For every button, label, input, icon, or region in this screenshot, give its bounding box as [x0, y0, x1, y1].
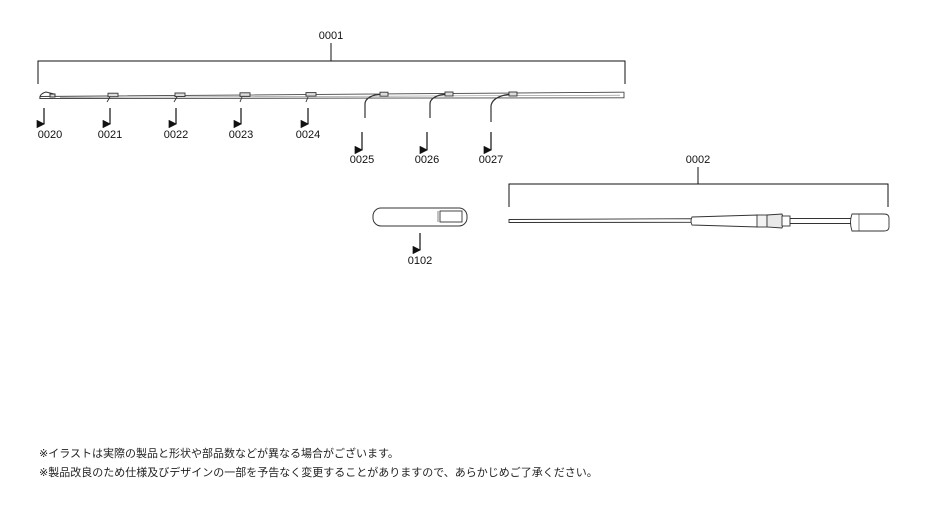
tip-top-guide	[39, 91, 56, 100]
part-label-0025: 0025	[350, 154, 374, 166]
part-label-0024: 0024	[296, 129, 320, 141]
note-specification: ※製品改良のため仕様及びデザインの一部を予告なく変更することがありますので、あら…	[39, 466, 598, 479]
part-label-0022: 0022	[164, 129, 188, 141]
butt-section-label: 0002	[686, 154, 710, 166]
part-label-0020: 0020	[38, 129, 62, 141]
disclaimer-notes: ※イラストは実際の製品と形状や部品数などが異なる場合がございます。 ※製品改良の…	[39, 444, 899, 482]
rod-band-label: 0102	[408, 255, 432, 267]
assembly-label: 0001	[319, 30, 343, 42]
part-label-0026: 0026	[415, 154, 439, 166]
part-label-0023: 0023	[229, 129, 253, 141]
butt-section-handle	[508, 213, 890, 232]
rod-band	[372, 207, 468, 227]
large-guides	[364, 91, 518, 122]
part-label-0021: 0021	[98, 129, 122, 141]
part-label-0027: 0027	[479, 154, 503, 166]
tip-section-blank	[39, 91, 625, 99]
note-illustration: ※イラストは実際の製品と形状や部品数などが異なる場合がございます。	[39, 447, 399, 460]
part-arrows	[36, 108, 493, 155]
small-guides	[106, 92, 317, 103]
butt-section-bracket	[508, 167, 889, 207]
assembly-bracket	[37, 43, 626, 84]
